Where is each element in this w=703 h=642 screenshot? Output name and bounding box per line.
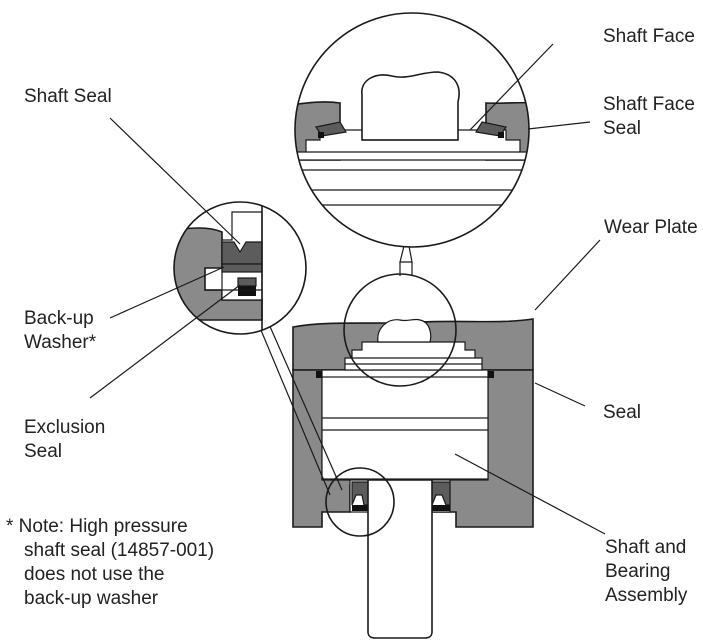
shaft-seal-focus-circle [325, 467, 395, 537]
label-backup-washer-line2: Washer* [24, 332, 97, 353]
label-shaft-face-seal-line1: Shaft Face [603, 94, 695, 115]
label-shaft-bearing-line2: Bearing [605, 561, 671, 582]
shaft [367, 479, 433, 639]
leader-lines [89, 43, 606, 535]
label-wear-plate: Wear Plate [604, 217, 698, 238]
label-backup-washer-line1: Back-up [24, 308, 94, 329]
housing-body [292, 318, 534, 639]
shaft-seal-magnifier [173, 201, 307, 335]
label-shaft-seal: Shaft Seal [24, 86, 112, 107]
bearing-assembly [321, 376, 489, 480]
upper-cavity [344, 341, 483, 371]
label-note-line4: back-up washer [24, 588, 159, 609]
label-shaft-face-seal-line2: Seal [603, 118, 641, 139]
label-shaft-bearing-line3: Assembly [605, 585, 688, 606]
label-exclusion-seal-line1: Exclusion [24, 417, 105, 438]
shaft-face-magnifier [294, 12, 530, 248]
seal-oring-right [488, 371, 494, 378]
label-shaft-bearing-line1: Shaft and [605, 537, 686, 558]
label-exclusion-seal-line2: Seal [24, 441, 62, 462]
label-shaft-face: Shaft Face [603, 26, 695, 47]
label-note-line1: * Note: High pressure [6, 516, 188, 537]
label-note-line2: shaft seal (14857-001) [24, 540, 214, 561]
seal-oring-left [316, 371, 322, 378]
label-note-line3: does not use the [24, 564, 165, 585]
label-seal: Seal [603, 402, 641, 423]
